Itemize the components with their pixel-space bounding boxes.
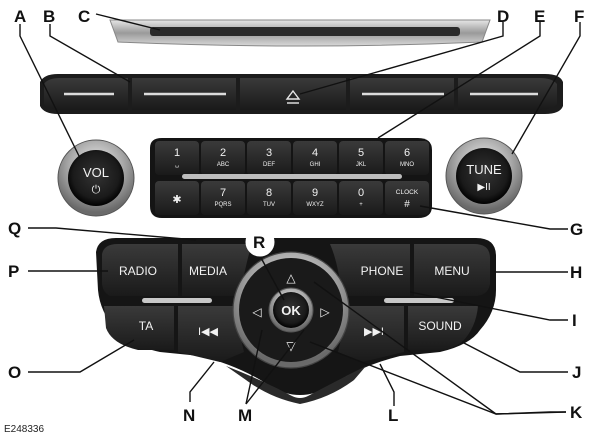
menu-label: MENU	[434, 264, 469, 278]
keypad-key-number: 8	[266, 187, 272, 199]
callout-g: G	[570, 220, 583, 239]
keypad-key[interactable]	[339, 141, 383, 175]
callout-l: L	[388, 406, 398, 425]
ok-button[interactable]	[273, 292, 309, 328]
callout-m: M	[238, 406, 252, 425]
navigation-dial[interactable]: △ ▽ ◁ ▷ OK	[232, 251, 350, 369]
callout-c: C	[78, 7, 90, 26]
keypad-key-letters: DEF	[263, 162, 275, 168]
keypad-key[interactable]	[201, 141, 245, 175]
keypad-key-letters: +	[359, 202, 363, 208]
keypad-key[interactable]	[201, 181, 245, 215]
media-label: MEDIA	[189, 264, 227, 278]
arrow-left-icon[interactable]: ◁	[252, 305, 262, 319]
callout-r-backdrop	[245, 227, 275, 257]
keypad-key[interactable]	[339, 181, 383, 215]
keypad-key-letters: ABC	[217, 162, 230, 168]
keypad-key-letters: WXYZ	[306, 202, 324, 208]
arrow-up-icon[interactable]: △	[286, 271, 296, 285]
media-button[interactable]	[182, 244, 252, 296]
keypad-key-number: 9	[312, 187, 318, 199]
callout-r: R	[253, 233, 265, 252]
keypad-key-letters: GHI	[310, 162, 321, 168]
keypad-key[interactable]	[155, 141, 199, 175]
ta-button[interactable]	[104, 306, 174, 350]
keypad-key-letters: #	[404, 199, 410, 210]
keypad-key[interactable]	[293, 181, 337, 215]
upper-button-bar	[40, 74, 563, 114]
keypad-key-letters: TUV	[263, 202, 275, 208]
callout-e: E	[534, 7, 545, 26]
menu-button[interactable]	[414, 244, 490, 296]
phone-label: PHONE	[361, 264, 404, 278]
volume-knob[interactable]: VOL ⏻	[57, 139, 135, 217]
keypad-key-number: CLOCK	[396, 189, 419, 196]
callout-j: J	[572, 363, 581, 382]
vol-label: VOL	[83, 165, 109, 180]
keypad-key-number: 0	[358, 187, 364, 199]
keypad-key[interactable]	[293, 141, 337, 175]
keypad-key-number: 3	[266, 147, 272, 159]
separator-right	[384, 298, 454, 303]
sound-label: SOUND	[418, 319, 462, 333]
keypad-key-number: 5	[358, 147, 364, 159]
keypad-key[interactable]	[155, 181, 199, 215]
keypad-key-letters: MNO	[400, 162, 414, 168]
callout-k: K	[570, 403, 583, 422]
callout-o: O	[8, 363, 21, 382]
power-icon: ⏻	[92, 184, 101, 196]
keypad-key-letters: PQRS	[214, 202, 231, 208]
bottom-trim	[226, 366, 366, 404]
keypad-key-number: 4	[312, 147, 318, 159]
keypad-key-number: 7	[220, 187, 226, 199]
callout-a: A	[14, 7, 26, 26]
seek-back-icon: I◀◀	[198, 326, 219, 338]
cd-slot[interactable]	[109, 19, 491, 47]
radio-button[interactable]	[102, 244, 178, 296]
keypad-key-letters: ␣	[175, 162, 179, 168]
keypad-divider	[182, 174, 402, 179]
eject-button[interactable]	[240, 78, 346, 110]
figure-id: E248336	[4, 424, 44, 435]
radio-label: RADIO	[119, 264, 157, 278]
callout-p: P	[8, 262, 19, 281]
arrow-right-icon[interactable]: ▷	[320, 305, 330, 319]
keypad-key-number: 6	[404, 147, 410, 159]
tune-knob[interactable]: TUNE ▶II	[445, 137, 523, 215]
eject-icon	[285, 89, 301, 104]
keypad-key[interactable]	[385, 141, 429, 175]
keypad-key[interactable]	[247, 181, 291, 215]
ta-label: TA	[139, 319, 153, 333]
separator-left	[142, 298, 212, 303]
sound-button[interactable]	[408, 306, 478, 350]
seek-forward-icon: ▶▶I	[364, 326, 384, 338]
seek-back-button[interactable]	[178, 306, 244, 362]
callout-b: B	[43, 7, 55, 26]
callout-labels: A B C D E F G H I J K L M N O P Q R	[8, 7, 584, 425]
keypad-key-number: ✱	[172, 194, 181, 206]
ok-label: OK	[281, 303, 301, 318]
keypad-key-number: 2	[220, 147, 226, 159]
keypad-key-letters: JKL	[356, 162, 367, 168]
callout-n: N	[183, 406, 195, 425]
callout-d: D	[497, 7, 509, 26]
tune-label: TUNE	[466, 162, 502, 177]
callout-q: Q	[8, 219, 21, 238]
leader-lines	[19, 13, 581, 415]
callout-i: I	[572, 311, 577, 330]
keypad-key-number: 1	[174, 147, 180, 159]
callout-f: F	[574, 7, 584, 26]
keypad-key[interactable]	[385, 181, 429, 215]
play-pause-icon: ▶II	[477, 182, 490, 193]
seek-forward-button[interactable]	[338, 306, 404, 362]
callout-h: H	[570, 263, 582, 282]
keypad-key[interactable]	[247, 141, 291, 175]
phone-button[interactable]	[330, 244, 410, 296]
